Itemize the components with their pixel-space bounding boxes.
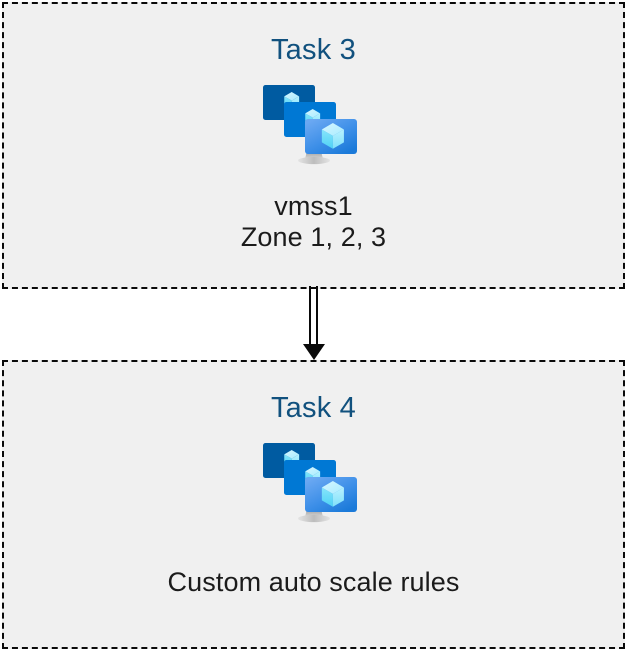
monitor-front <box>297 477 357 523</box>
monitor-front <box>297 119 357 165</box>
panel-task-4-title: Task 4 <box>270 392 356 424</box>
azure-vm-scale-set-icon <box>262 85 357 165</box>
panel-task-3-title: Task 3 <box>270 34 356 66</box>
panel-task-3-caption-line-2: Zone 1, 2, 3 <box>240 222 387 253</box>
connector-arrow-task3-to-task4 <box>303 286 325 360</box>
azure-vm-scale-set-icon <box>262 443 357 523</box>
panel-task-3-caption: vmss1 Zone 1, 2, 3 <box>241 191 386 254</box>
panel-task-4-caption-line-1: Custom auto scale rules <box>167 567 460 597</box>
arrowhead-down-icon <box>303 344 325 360</box>
panel-task-3: Task 3 <box>2 2 625 289</box>
panel-task-4-caption: Custom auto scale rules <box>168 567 460 598</box>
panel-task-3-caption-line-1: vmss1 <box>274 191 353 221</box>
panel-task-4: Task 4 <box>2 360 625 649</box>
